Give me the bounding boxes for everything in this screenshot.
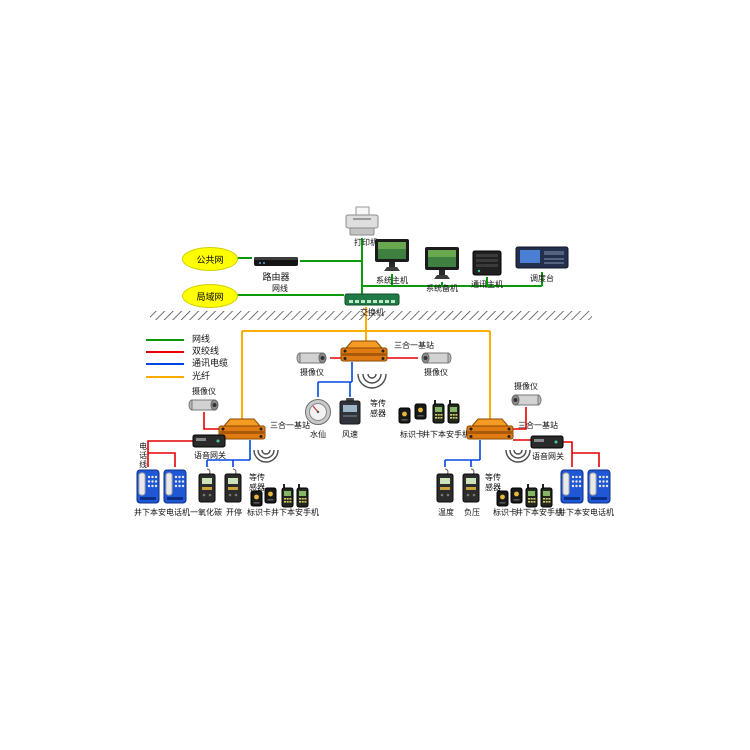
phone-line-label: 电话线 xyxy=(138,441,148,469)
camera-right-icon xyxy=(511,394,542,406)
dispatch-console-icon xyxy=(515,246,569,269)
water-gauge-label: 水仙 xyxy=(310,430,326,439)
twisted-pair-lines xyxy=(147,357,600,467)
wind-speed-sensor-icon xyxy=(339,398,361,425)
wind-speed-label: 风速 xyxy=(342,430,358,439)
legend-label-network: 网线 xyxy=(192,334,211,344)
mine-phone-left-label: 井下本安电话机 xyxy=(134,508,190,517)
base-station-center-label: 三合一基站 xyxy=(394,341,434,350)
camera-right-label: 摄像仪 xyxy=(514,382,538,391)
base-station-right-label: 三合一基站 xyxy=(518,421,558,430)
id-card-center-icon xyxy=(398,407,411,424)
wifi-signal-icon xyxy=(253,373,531,463)
base-station-left-label: 三合一基站 xyxy=(270,421,310,430)
id-card-left-icon xyxy=(264,487,277,504)
legend-line-network xyxy=(146,339,184,341)
id-card-left-label: 标识卡 xyxy=(247,508,271,517)
camera-center-right-label: 摄像仪 xyxy=(424,368,448,377)
legend-label-twisted: 双绞线 xyxy=(192,346,220,356)
camera-center-left-icon xyxy=(296,352,327,364)
id-card-center-label: 标识卡 xyxy=(400,430,424,439)
legend-label-fiber: 光纤 xyxy=(192,371,211,381)
system-host-label: 系统主机 xyxy=(376,276,408,285)
fiber-lines xyxy=(241,307,491,419)
printer-icon xyxy=(345,206,379,236)
handset-center-icon xyxy=(432,400,445,424)
voice-gateway-left-icon xyxy=(192,434,226,448)
camera-center-left-label: 摄像仪 xyxy=(300,368,324,377)
sensors-etc-left-label: 等传感器 xyxy=(249,473,265,492)
mine-phone-left-icon xyxy=(136,469,160,504)
id-card-center-icon xyxy=(414,403,427,420)
mine-phone-right-icon xyxy=(587,469,611,504)
pressure-sensor-icon xyxy=(462,468,480,503)
camera-left-label: 摄像仪 xyxy=(192,387,216,396)
voice-gateway-left-label: 语音网关 xyxy=(194,451,226,460)
voice-gateway-right-icon xyxy=(530,435,564,449)
run-stop-sensor-icon xyxy=(224,468,242,503)
sensors-etc-center-label: 等传感器 xyxy=(370,399,386,418)
mine-phone-right-label: 井下本安电话机 xyxy=(558,508,614,517)
switch-label: 交换机 xyxy=(360,308,384,317)
camera-center-right-icon xyxy=(421,352,452,364)
id-card-right-icon xyxy=(496,490,509,507)
voice-gateway-right-label: 语音网关 xyxy=(532,452,564,461)
legend-line-comm xyxy=(146,363,184,365)
comm-cable-lines xyxy=(206,362,481,467)
lan-node: 局域网 xyxy=(182,284,238,308)
run-stop-sensor-label: 开停 xyxy=(226,508,242,517)
mine-phone-left-icon xyxy=(163,469,187,504)
handset-center-icon xyxy=(447,400,460,424)
system-backup-icon xyxy=(425,247,459,279)
camera-left-icon xyxy=(188,399,219,411)
id-card-right-icon xyxy=(510,487,523,504)
ground-hatch xyxy=(150,311,592,320)
handset-center-label: 井下本安手机 xyxy=(422,430,470,439)
network-cable-lines xyxy=(236,238,543,296)
handset-right-icon xyxy=(540,484,553,508)
base-station-center-icon xyxy=(340,340,388,362)
handset-right-icon xyxy=(525,484,538,508)
dispatch-console-label: 调度台 xyxy=(530,274,554,283)
base-station-right-icon xyxy=(466,418,514,440)
printer-label: 打印机 xyxy=(354,238,378,247)
handset-left-label: 井下本安手机 xyxy=(271,508,319,517)
public-network-node: 公共网 xyxy=(182,247,238,271)
temperature-sensor-icon xyxy=(436,468,454,503)
id-card-left-icon xyxy=(250,490,263,507)
handset-left-icon xyxy=(296,484,309,508)
handset-right-label: 井下本安手机 xyxy=(515,508,563,517)
comm-host-icon xyxy=(472,250,502,276)
co-sensor-icon xyxy=(198,468,216,503)
id-card-right-label: 标识卡 xyxy=(493,508,517,517)
legend-line-twisted xyxy=(146,351,184,353)
mine-phone-right-icon xyxy=(560,469,584,504)
router-label: 路由器 xyxy=(262,272,290,282)
pressure-sensor-label: 负压 xyxy=(464,508,480,517)
legend-label-comm: 通讯电缆 xyxy=(192,358,229,368)
system-host-icon xyxy=(375,239,409,271)
legend-line-fiber xyxy=(146,376,184,378)
temperature-sensor-label: 温度 xyxy=(438,508,454,517)
handset-left-icon xyxy=(281,484,294,508)
router-icon xyxy=(254,257,298,266)
network-cable-label: 网线 xyxy=(272,284,288,293)
sensors-etc-right-label: 等传感器 xyxy=(485,473,501,492)
switch-icon xyxy=(344,293,400,306)
system-backup-label: 系统备机 xyxy=(426,284,458,293)
co-sensor-label: 一氧化碳 xyxy=(190,508,222,517)
comm-host-label: 通讯主机 xyxy=(471,280,503,289)
